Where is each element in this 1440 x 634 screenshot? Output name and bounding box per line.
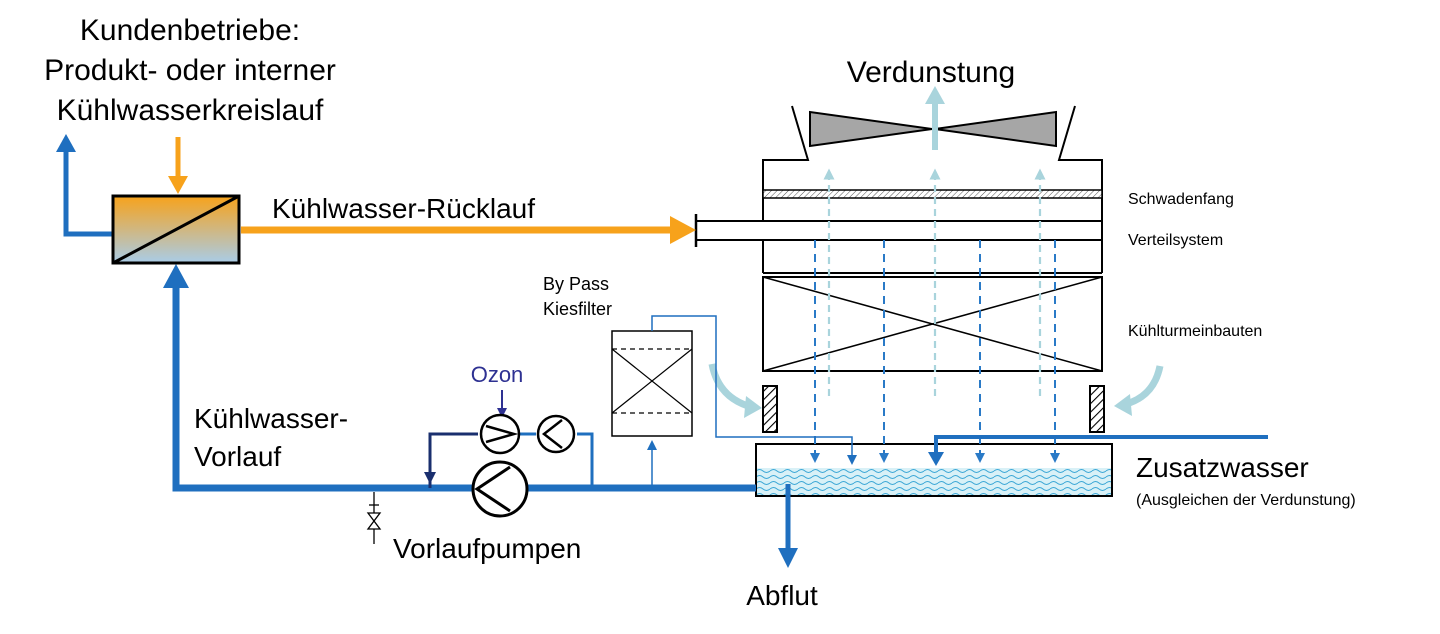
customer-label-line3: Kühlwasserkreislauf xyxy=(57,94,324,127)
bypass-label-line1: By Pass xyxy=(543,274,609,294)
supply-label-line2: Vorlauf xyxy=(194,441,281,472)
heat-exchanger-icon xyxy=(111,194,241,265)
cold-water-basin xyxy=(755,443,1113,497)
cooling-tower xyxy=(694,105,1113,497)
customer-label-line2: Produkt- oder interner xyxy=(44,54,336,87)
supply-label-line1: Kühlwasser- xyxy=(194,403,348,434)
drift-eliminator-label: Schwadenfang xyxy=(1128,191,1234,208)
makeup-water-note: (Ausgleichen der Verdunstung) xyxy=(1136,492,1356,509)
tower-fill xyxy=(762,272,1103,372)
drift-eliminator xyxy=(762,189,1103,199)
air-flow-arrows xyxy=(823,168,1046,396)
makeup-water-label: Zusatzwasser xyxy=(1136,452,1309,483)
distribution-system-label: Verteilsystem xyxy=(1128,232,1223,249)
return-line xyxy=(241,216,696,244)
return-line-label: Kühlwasser-Rücklauf xyxy=(272,193,535,224)
makeup-water-line xyxy=(928,435,1268,466)
tower-fill-label: Kühlturmeinbauten xyxy=(1128,323,1262,340)
supply-pumps-label: Vorlaufpumpen xyxy=(393,533,581,564)
evaporation-arrow xyxy=(925,86,945,150)
air-inlet-arrows xyxy=(708,363,1164,418)
customer-label-line1: Kundenbetriebe: xyxy=(80,14,300,47)
bypass-label-line2: Kiesfilter xyxy=(543,299,612,319)
pump-icon xyxy=(536,414,576,454)
air-inlet-louver-right xyxy=(1089,385,1105,433)
fan-icon xyxy=(809,110,1057,148)
blowdown-label: Abflut xyxy=(746,580,818,611)
gravel-filter-icon xyxy=(611,330,693,437)
air-inlet-louver-left xyxy=(762,385,778,433)
evaporation-label: Verdunstung xyxy=(847,56,1015,89)
customer-loop xyxy=(56,134,188,237)
pump-icon xyxy=(479,413,521,455)
supply-line xyxy=(163,264,756,492)
pump-icon xyxy=(471,460,529,518)
blowdown-line xyxy=(778,484,798,568)
ozone-label: Ozon xyxy=(471,362,524,387)
valve-icon xyxy=(366,492,382,544)
ozone-branch xyxy=(424,390,594,488)
bypass-lines xyxy=(647,315,857,488)
